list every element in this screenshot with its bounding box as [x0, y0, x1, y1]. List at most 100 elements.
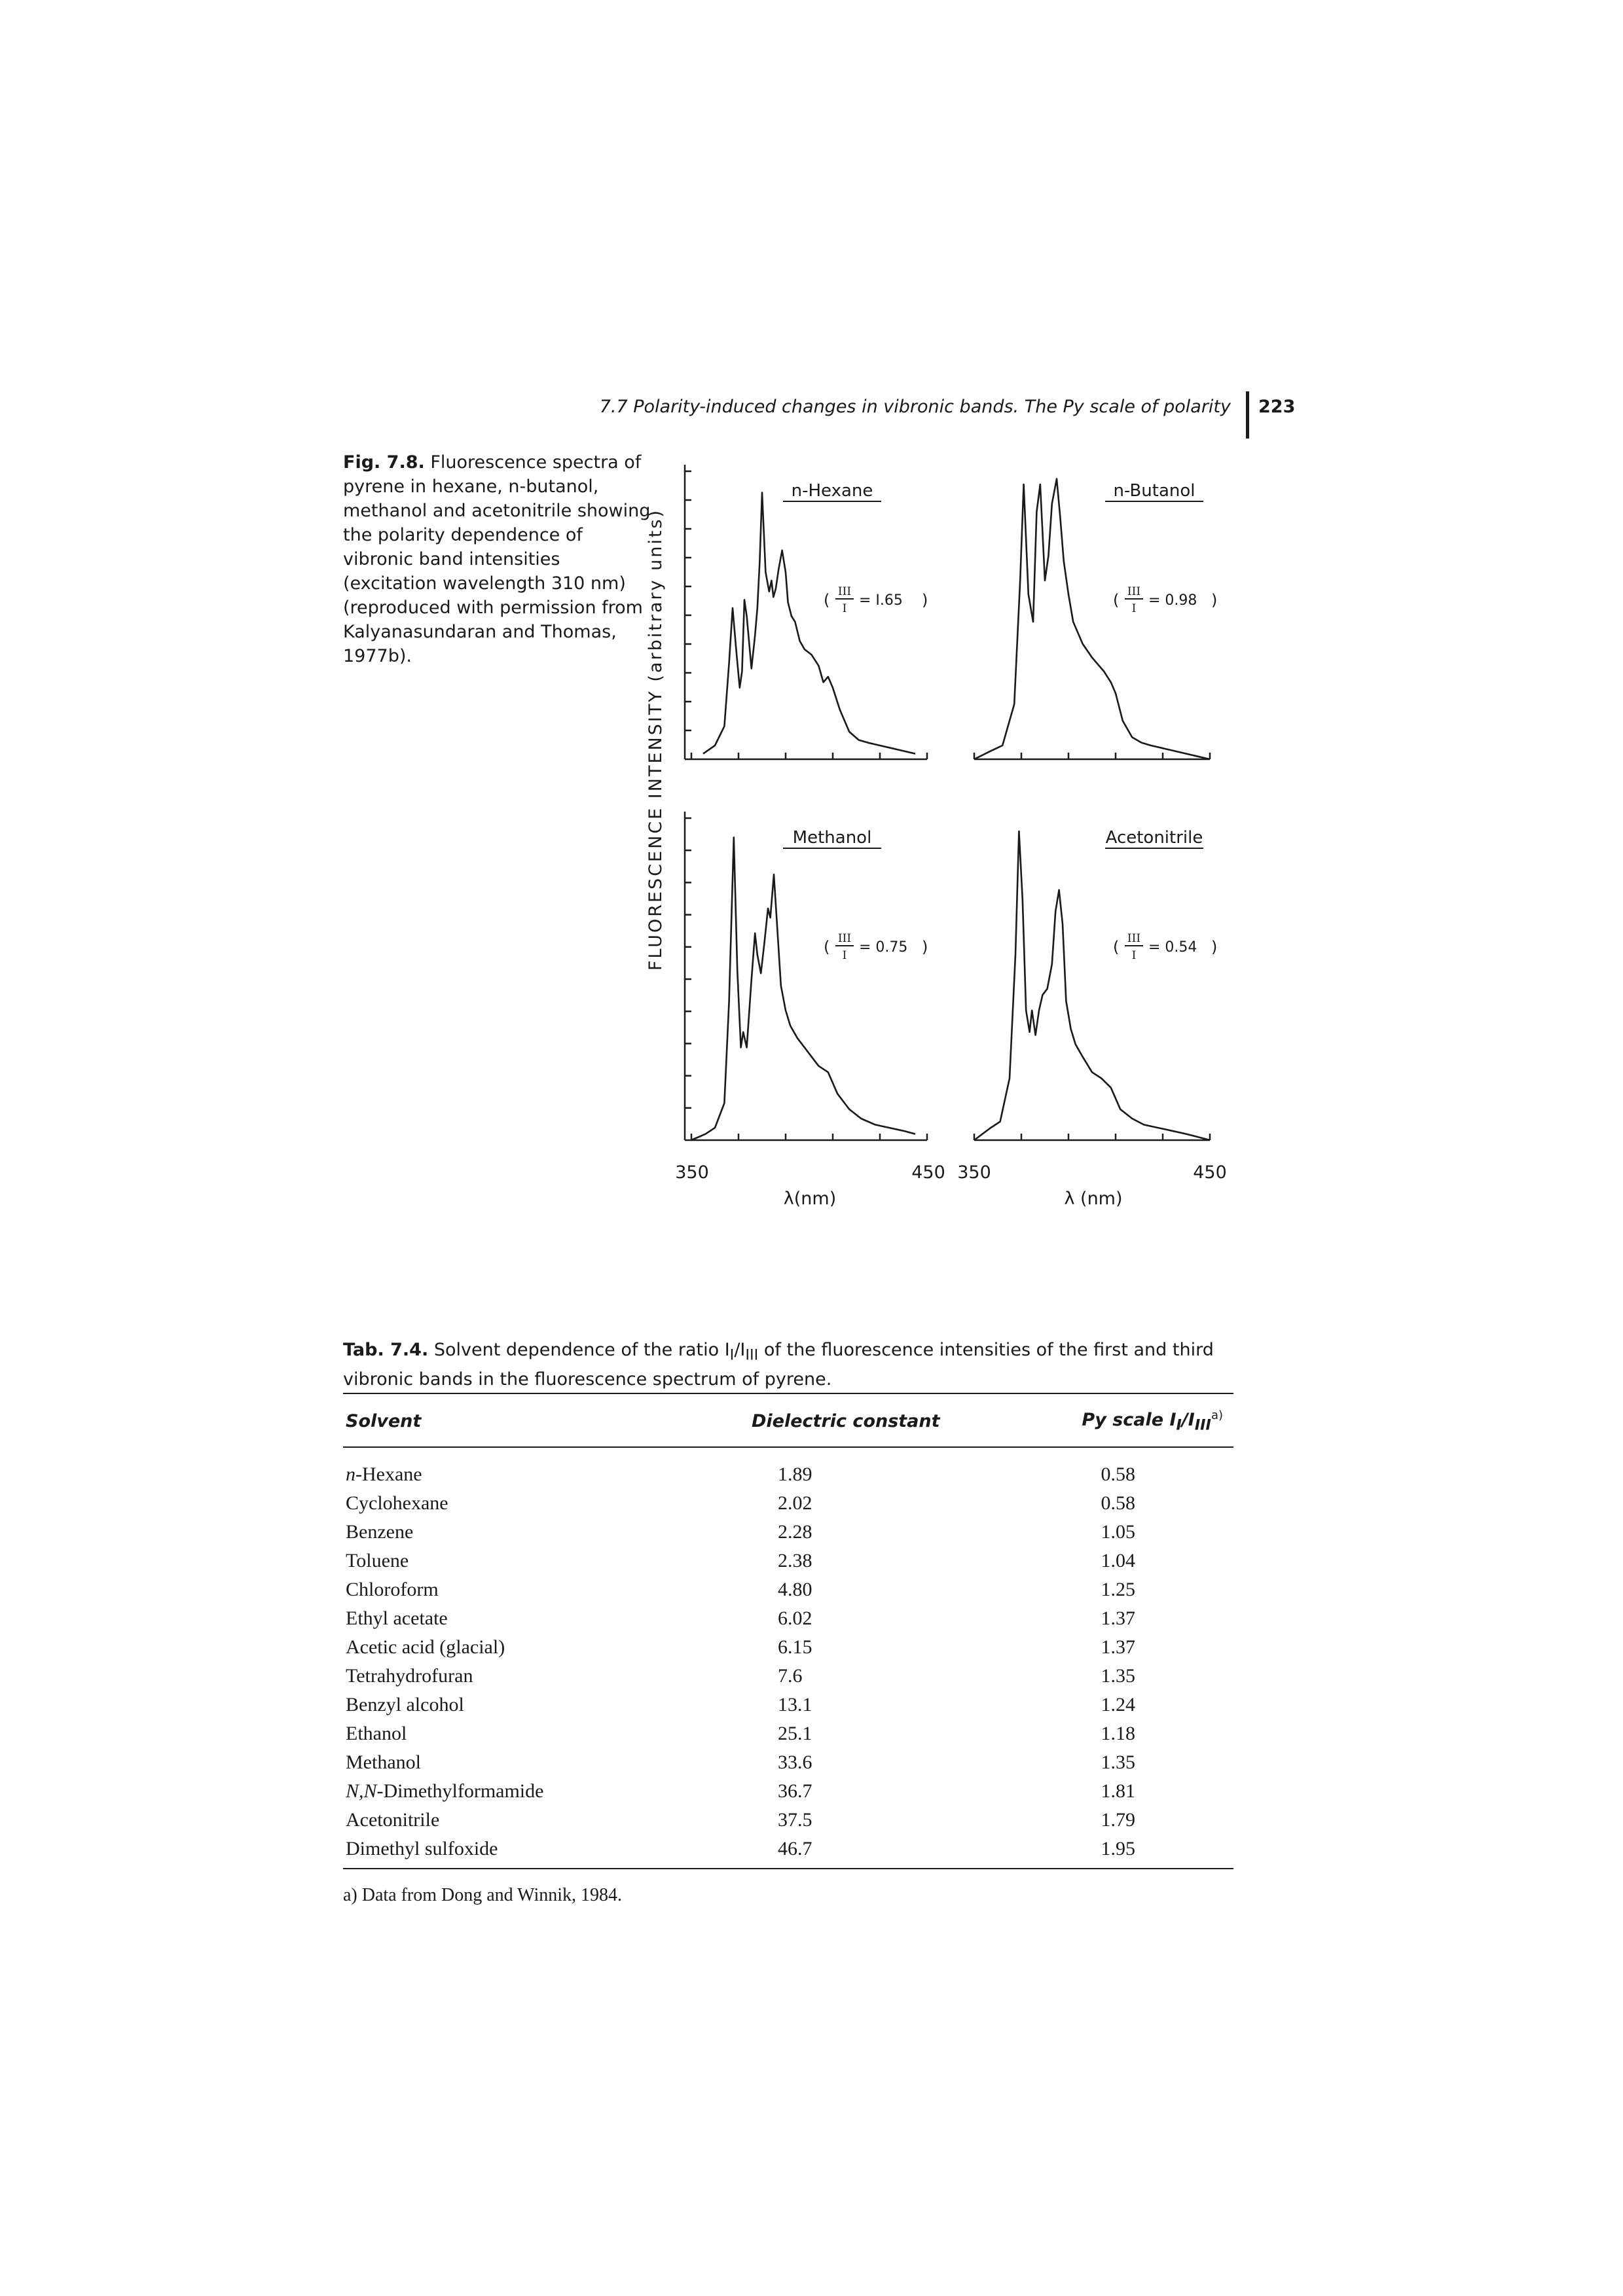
running-head: 7.7 Polarity-induced changes in vibronic… [599, 397, 1231, 417]
cell-py-scale: 1.24 [1101, 1694, 1136, 1716]
x-tick-label-left-350: 350 [675, 1162, 709, 1183]
x-axis-label-left: λ(nm) [784, 1189, 836, 1209]
cell-py-scale: 1.95 [1053, 1835, 1233, 1870]
x-tick-label-right-350: 350 [957, 1162, 991, 1183]
cell-py-scale: 1.05 [1101, 1521, 1136, 1543]
cell-dielectric-constant: 13.1 [778, 1694, 812, 1716]
header-py-scale-sub1: I [1176, 1416, 1182, 1434]
cell-solvent: Benzyl alcohol [346, 1694, 464, 1716]
table-caption-text-after: of the fluorescence intensities of the f… [343, 1340, 1214, 1390]
table-caption-sub1: I [729, 1346, 735, 1364]
table-label: Tab. 7.4. [343, 1340, 429, 1360]
header-py-scale-main: Py scale I [1082, 1410, 1176, 1430]
ratio-numerator: III [838, 585, 851, 598]
cell-dielectric-constant: 37.5 [778, 1809, 812, 1831]
cell-solvent: n-Hexane [346, 1463, 422, 1486]
panel-title: Acetonitrile [1106, 828, 1203, 848]
ratio-value: = 0.98 [1148, 592, 1197, 609]
x-axis-label-right: λ (nm) [1064, 1189, 1122, 1209]
cell-solvent: Dimethyl sulfoxide [343, 1835, 752, 1870]
x-tick-label-right-450: 450 [1193, 1162, 1227, 1183]
ratio-paren-open: ( [824, 938, 830, 956]
ratio-denominator: I [843, 602, 847, 615]
cell-solvent: Ethyl acetate [346, 1607, 448, 1630]
cell-solvent: Tetrahydrofuran [346, 1665, 473, 1687]
table-caption-slash: /I [734, 1340, 746, 1360]
table-caption-sub2: III [745, 1346, 759, 1364]
ratio-numerator: III [1127, 585, 1140, 598]
cell-solvent: Ethanol [346, 1723, 407, 1745]
figure-label: Fig. 7.8. [343, 452, 425, 473]
ratio-denominator: I [1132, 602, 1137, 615]
table-footnote: a) Data from Dong and Winnik, 1984. [343, 1885, 623, 1905]
ratio-paren-open: ( [1113, 938, 1119, 956]
table-caption: Tab. 7.4. Solvent dependence of the rati… [343, 1338, 1233, 1392]
header-py-scale-sub2: III [1194, 1416, 1211, 1434]
ratio-numerator: III [838, 932, 851, 945]
figure-caption-text: Fluorescence spectra of pyrene in hexane… [343, 452, 651, 666]
cell-dielectric-constant: 2.02 [778, 1492, 812, 1515]
cell-dielectric-constant: 36.7 [778, 1780, 812, 1803]
table-row: Cyclohexane 2.02 0.58 [343, 1489, 1233, 1518]
cell-solvent: Acetonitrile [346, 1809, 440, 1831]
ratio-value: = 0.54 [1148, 939, 1197, 956]
header-solvent: Solvent [343, 1392, 752, 1448]
ratio-paren-open: ( [824, 591, 830, 609]
ratio-paren-close: ) [1211, 938, 1217, 956]
solvent-prefix: n [346, 1463, 356, 1486]
cell-py-scale: 1.25 [1101, 1579, 1136, 1601]
cell-py-scale: 1.37 [1101, 1607, 1136, 1630]
table-caption-text-before: Solvent dependence of the ratio I [433, 1340, 730, 1360]
cell-py-scale: 1.79 [1101, 1809, 1136, 1831]
cell-py-scale: 0.58 [1101, 1463, 1136, 1486]
page-number: 223 [1258, 397, 1296, 417]
cell-solvent: Methanol [346, 1751, 421, 1774]
solvent-prefix: N,N [346, 1780, 377, 1803]
cell-dielectric-constant: 25.1 [778, 1723, 812, 1745]
y-axis-label: FLUORESCENCE INTENSITY (arbitrary units) [646, 509, 666, 971]
ratio-denominator: I [1132, 949, 1137, 962]
cell-dielectric-constant: 7.6 [778, 1665, 803, 1687]
cell-py-scale: 1.81 [1101, 1780, 1136, 1803]
header-footnote-mark: a) [1211, 1408, 1223, 1422]
cell-dielectric-constant: 2.38 [778, 1550, 812, 1572]
cell-solvent: Acetic acid (glacial) [346, 1636, 505, 1659]
header-py-scale: Py scale II/IIIIa) [1053, 1392, 1233, 1448]
figure-caption: Fig. 7.8. Fluorescence spectra of pyrene… [343, 450, 651, 668]
ratio-value: = I.65 [859, 592, 903, 609]
table-header-row: Solvent Dielectric constant Py scale II/… [343, 1392, 1233, 1448]
cell-dielectric-constant: 4.80 [778, 1579, 812, 1601]
ratio-numerator: III [1127, 932, 1140, 945]
cell-solvent: Cyclohexane [346, 1492, 448, 1515]
solvent-table: Solvent Dielectric constant Py scale II/… [343, 1392, 1233, 1870]
ratio-paren-close: ) [1211, 591, 1217, 609]
cell-solvent: Benzene [346, 1521, 414, 1543]
spectrum-line-1 [974, 478, 1211, 761]
spectrum-line-3 [974, 830, 1211, 1141]
cell-dielectric-constant: 33.6 [778, 1751, 812, 1774]
cell-py-scale: 0.58 [1101, 1492, 1136, 1515]
table-row: Ethanol 25.1 1.18 [343, 1719, 1233, 1748]
spectrum-panel-2: Methanol(IIII= 0.75) [684, 812, 928, 1141]
header-py-scale-slash: /I [1181, 1410, 1195, 1430]
ratio-denominator: I [843, 949, 847, 962]
cell-py-scale: 1.18 [1101, 1723, 1136, 1745]
header-dielectric-constant: Dielectric constant [752, 1392, 1053, 1448]
spectra-panels: n-Hexane(IIII= I.65)n-Butanol(IIII= 0.98… [684, 465, 1217, 1141]
table-row: Benzyl alcohol 13.1 1.24 [343, 1691, 1233, 1719]
cell-py-scale: 1.37 [1101, 1636, 1136, 1659]
cell-solvent: Toluene [346, 1550, 409, 1572]
fluorescence-spectra-figure: FLUORESCENCE INTENSITY (arbitrary units)… [646, 465, 1227, 1209]
cell-py-scale: 1.35 [1101, 1751, 1136, 1774]
spectrum-line-0 [702, 492, 916, 755]
panel-title: n-Butanol [1114, 481, 1195, 501]
ratio-paren-open: ( [1113, 591, 1119, 609]
x-tick-label-left-450: 450 [911, 1162, 945, 1183]
